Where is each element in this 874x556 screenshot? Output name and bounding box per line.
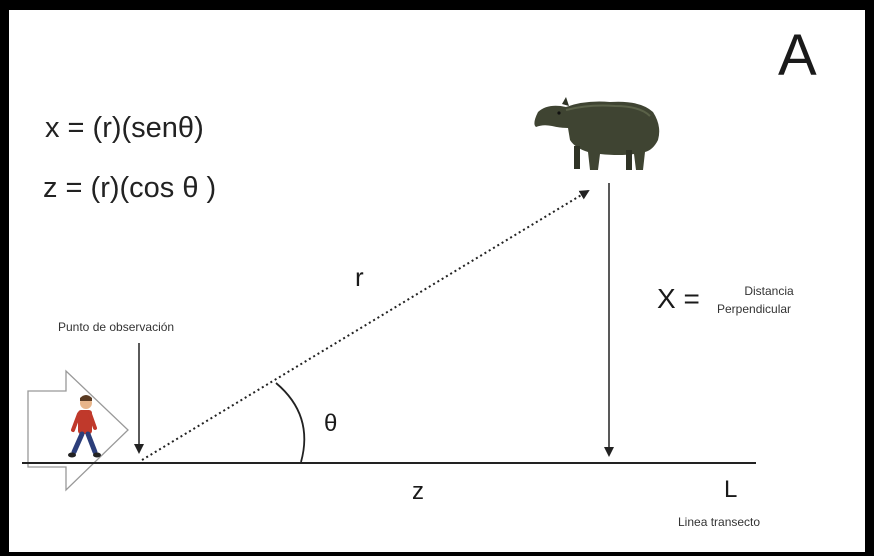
perpendicular-distance-label-line2: Perpendicular	[717, 302, 792, 316]
radial-distance-line	[141, 189, 590, 461]
formula-z: z = (r)(cos θ )	[43, 172, 217, 204]
tapir-icon	[534, 97, 660, 170]
z-label: z	[412, 478, 424, 505]
observation-point-label: Punto de observación	[58, 320, 175, 334]
formula-x: x = (r)(senθ)	[45, 112, 204, 144]
theta-label: θ	[324, 410, 338, 437]
walking-person-icon	[68, 395, 101, 458]
transect-line-label: Linea transecto	[678, 515, 761, 529]
panel-label: A	[778, 23, 818, 88]
theta-angle-arc	[275, 382, 306, 463]
x-equals-label: X =	[657, 283, 700, 314]
perpendicular-distance-label-line1: Distancia	[744, 284, 794, 298]
L-label: L	[724, 476, 738, 503]
r-label: r	[355, 262, 364, 292]
